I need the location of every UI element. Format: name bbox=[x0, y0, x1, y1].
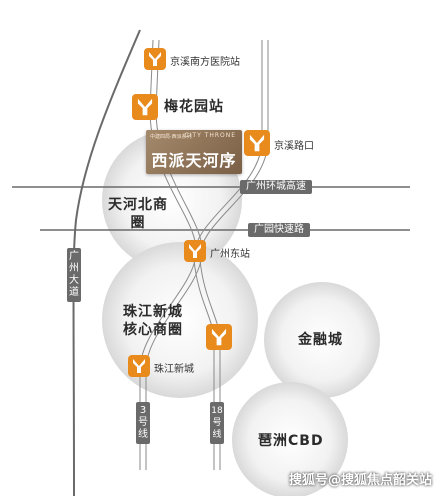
jingxi-nanfang-station-marker[interactable] bbox=[144, 48, 166, 70]
guangzhou-avenue-road bbox=[72, 29, 141, 496]
project-name: 西派天河序 bbox=[151, 151, 237, 170]
jingxi-road-station-label: 京溪路口 bbox=[274, 141, 314, 152]
jingxi-nanfang-station-label: 京溪南方医院站 bbox=[170, 57, 240, 68]
metro-icon bbox=[149, 52, 161, 66]
jingxi-road-station-marker[interactable] bbox=[244, 130, 270, 156]
watermark-text: 搜狐号@搜狐焦点韶关站 bbox=[288, 473, 432, 488]
metro-icon bbox=[249, 134, 265, 152]
line18-tag: 18号线 bbox=[210, 402, 224, 444]
zhujiang-core-label: 珠江新城核心商圈 bbox=[123, 304, 183, 338]
project-english-name: CITY THRONE bbox=[184, 132, 236, 139]
pazhou-label: 琶洲CBD bbox=[258, 433, 324, 449]
finance-city-halo bbox=[264, 282, 380, 398]
tianhe-north-label: 天河北商圈 bbox=[108, 197, 168, 231]
line3-tag: 3号线 bbox=[136, 402, 150, 444]
pazhou-halo bbox=[232, 382, 348, 496]
project-marker[interactable]: 中建四局·西派系列 CITY THRONE 西派天河序 bbox=[146, 130, 242, 174]
metro-icon bbox=[133, 359, 145, 373]
guangzhou-avenue-tag-text: 广州大道 bbox=[69, 251, 79, 298]
metro-icon bbox=[189, 244, 201, 258]
guangzhou-east-station-label: 广州东站 bbox=[210, 249, 250, 260]
metro-icon bbox=[137, 98, 153, 116]
project-subtitle: 中建四局·西派系列 bbox=[150, 134, 192, 140]
zhujiang-xincheng-station-marker[interactable] bbox=[128, 355, 150, 377]
line18-station-marker[interactable] bbox=[206, 324, 232, 350]
ring-expressway-tag: 广州环城高速 bbox=[240, 180, 312, 194]
line3-tag-text: 3号线 bbox=[138, 405, 148, 440]
meihuayuan-station-label: 梅花园站 bbox=[164, 99, 224, 115]
line18-tag-text: 18号线 bbox=[211, 406, 223, 440]
guangzhou-east-station-marker[interactable] bbox=[184, 240, 206, 262]
zhujiang-xincheng-station-label: 珠江新城 bbox=[154, 364, 194, 375]
meihuayuan-station-marker[interactable] bbox=[132, 94, 158, 120]
finance-city-label: 金融城 bbox=[298, 332, 343, 348]
guangzhou-avenue-tag: 广州大道 bbox=[67, 248, 81, 302]
metro-icon bbox=[211, 328, 227, 346]
guangyuan-expressway-tag: 广园快速路 bbox=[248, 223, 310, 237]
